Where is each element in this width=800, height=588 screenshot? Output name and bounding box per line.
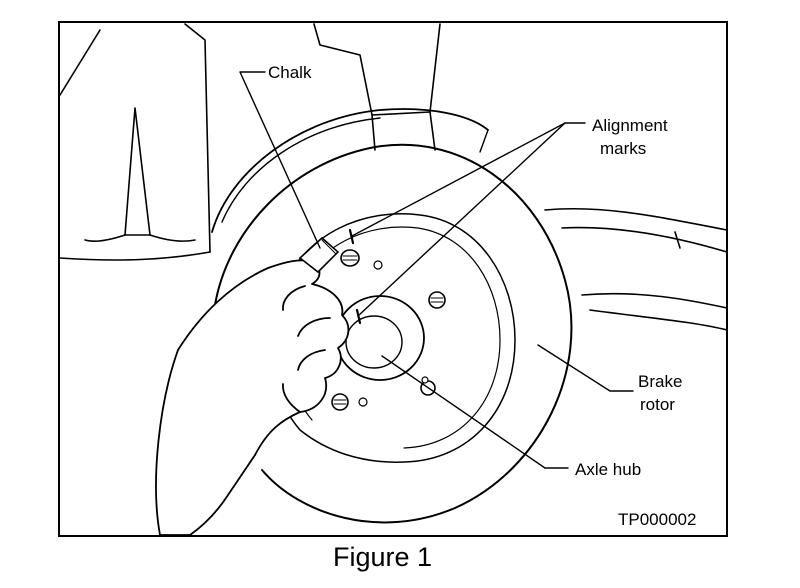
brake-rotor-label-line1: Brake [638, 372, 682, 391]
wheel-stud [340, 249, 360, 267]
wheel-stud [428, 291, 446, 309]
rotor-hole [373, 260, 383, 270]
leader-chalk [239, 71, 321, 249]
alignment-marks-label-line1: Alignment [592, 116, 668, 135]
alignment-mark-hub [355, 308, 362, 325]
dust-shield [211, 108, 489, 233]
rotor-hole [421, 376, 429, 384]
figure-caption: Figure 1 [333, 542, 432, 572]
alignment-marks-label-line2: marks [600, 139, 646, 158]
leader-alignment-hub [357, 122, 566, 317]
dust-shield-inner [221, 117, 381, 223]
figure-code: TP000002 [618, 510, 696, 529]
axle-hub-label: Axle hub [575, 460, 641, 479]
wheel-stud [331, 393, 349, 411]
wheel-studs [331, 249, 446, 411]
brake-rotor-label-line2: rotor [640, 395, 675, 414]
leader-brake-rotor [537, 344, 634, 392]
chalk-label: Chalk [268, 63, 312, 82]
hand [155, 259, 350, 536]
rotor-hole [358, 397, 368, 407]
illustration [59, 23, 728, 536]
leader-lines [239, 71, 634, 469]
alignment-mark-rotor [348, 228, 355, 245]
vehicle-body-outline [59, 23, 728, 331]
leader-axle-hub [381, 355, 569, 469]
